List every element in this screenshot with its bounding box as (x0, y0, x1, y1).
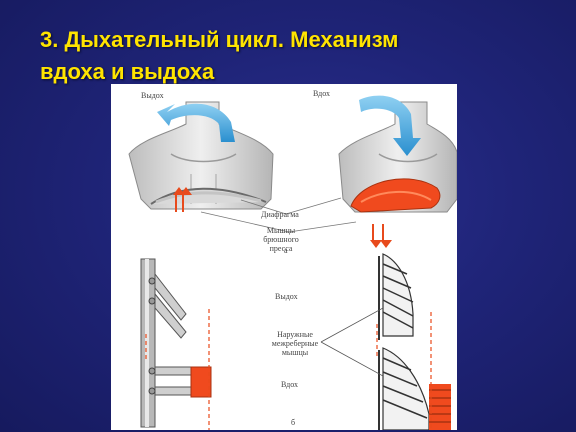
mechanism-model (140, 258, 212, 430)
slide-title: 3. Дыхательный цикл. Механизм вдоха и вы… (40, 24, 540, 88)
slide-title-line-2: вдоха и выдоха (40, 59, 215, 84)
exhale-arrow (157, 103, 235, 142)
label-diaphragm: Диафрагма (261, 210, 299, 219)
breathing-mechanism-figure: Выдох Вдох Диафрагма Мышцы брюшного прес… (111, 84, 457, 430)
breathing-illustration (128, 95, 457, 430)
torso-inhale (338, 101, 457, 248)
label-part-a: а (284, 246, 288, 255)
label-intercostal-muscles: Наружные межреберные мышцы (271, 330, 319, 357)
label-exhale-bottom: Выдох (275, 292, 298, 301)
slide-title-line-1: 3. Дыхательный цикл. Механизм (40, 27, 399, 52)
label-part-b: б (291, 418, 296, 427)
label-exhale-top: Выдох (141, 91, 164, 100)
label-abdominal-muscles: Мышцы брюшного пресса (263, 226, 299, 253)
inhale-arrow (359, 95, 421, 156)
label-inhale-bottom: Вдох (281, 380, 299, 389)
ribcage-model (376, 253, 451, 430)
torso-exhale (128, 101, 274, 212)
label-inhale-top: Вдох (313, 89, 331, 98)
